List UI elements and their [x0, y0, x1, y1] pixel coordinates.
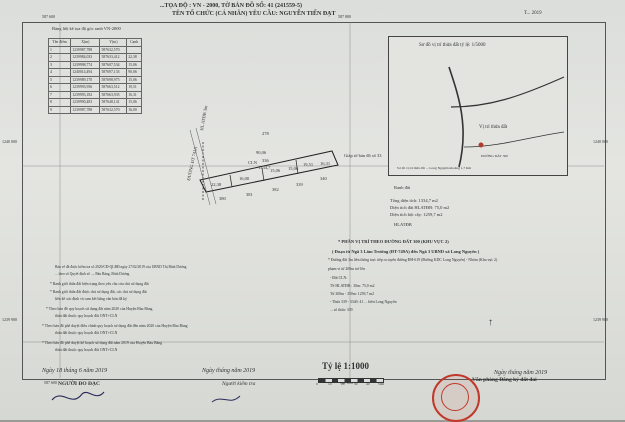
scale-text: Tỷ lệ 1:1000 — [322, 361, 369, 371]
location-line: ... số thửa: 339 — [330, 308, 353, 312]
scale-bar-tick: 50m — [378, 382, 385, 386]
edge-length: 19,51 — [303, 162, 314, 167]
grid-label-left-lower: 1239 900 — [2, 317, 17, 322]
location-marker — [478, 142, 484, 148]
signer-mid: Người kiểm tra — [222, 381, 256, 387]
edge-length: 16,00 — [239, 176, 250, 181]
grid-label-right-upper: 1240 000 — [593, 139, 608, 144]
note-line: * Theo bản đồ phê duyệt kế hoạch sử dụng… — [42, 341, 163, 345]
signature-mid — [211, 395, 241, 403]
note-line: thửa đất thuộc quy hoạch đất ONT+CLN — [55, 331, 118, 335]
coord-table-cell: 587632,570 — [99, 105, 128, 114]
header-title-line1: ...TỌA ĐỘ : VN - 2000, TỜ BẢN ĐỒ SỐ: 41 … — [160, 3, 302, 9]
neighbor-bottom: 339 — [296, 182, 303, 187]
edge-length: 16,31 — [320, 161, 331, 166]
scale-bar-tick: 40 — [366, 382, 370, 386]
edge-length: 90,06 — [256, 150, 267, 155]
parcel-area: 1334,7 — [258, 165, 271, 170]
location-heading: * PHÂN VỊ TRÍ THEO ĐƯỜNG ĐẤT 300 (KHU VỰ… — [338, 239, 449, 244]
parcel-divider — [229, 174, 233, 188]
note-line: thửa đất thuộc quy hoạch đất ONT+CLN — [55, 348, 118, 352]
legend-item: Diện tích hội cây: 1259,7 m2 — [390, 212, 443, 217]
note-line: thửa đất thuộc quy hoạch đất ONT+CLN — [55, 314, 118, 318]
location-line: phạm vi từ 200m trở lên — [328, 267, 365, 271]
legend-item: Diện tích đất HLATĐB: 75,0 m2 — [390, 205, 450, 210]
scale-bar-tick: 10 — [328, 382, 332, 386]
location-sketch: Sơ đồ vị trí thửa đất tỷ lệ: 1/5000 Vị t… — [388, 36, 568, 176]
sketch-label: Vị trí thửa đất — [479, 125, 508, 130]
note-line: * Ranh giới thửa đất được chủ sử dụng đấ… — [50, 290, 147, 294]
scale-bar — [318, 378, 384, 383]
header-title-line2: TÊN TỔ CHỨC (CÁ NHÂN) YÊU CẦU: NGUYỄN TI… — [172, 11, 336, 17]
sketch-caption: Sơ đồ vị trí thửa đất ... Long Nguyên kh… — [397, 166, 472, 170]
neighbor-bottom: 380 — [219, 196, 226, 201]
neighbor-bottom: 381 — [246, 192, 253, 197]
location-line: ( Đoạn từ Ngã 3 Lâm Trường (ĐT-749A) đến… — [332, 249, 480, 254]
official-stamp-inner — [441, 383, 469, 411]
date-mid: Ngày tháng năm 2019 — [202, 368, 256, 374]
coord-table-cell: 1239987,788 — [70, 105, 101, 114]
neighbor-top: 278 — [262, 131, 269, 136]
note-line: * Theo bản đồ quy hoạch sử dụng đất năm … — [46, 307, 153, 311]
map-frame — [22, 22, 606, 380]
date-right: Ngày tháng năm 2019 — [494, 370, 548, 376]
parcel-divider — [261, 167, 265, 182]
header-top-right: T... 2019 — [524, 11, 542, 16]
grid-label-right-lower: 1239 900 — [593, 317, 608, 322]
edge-length: 15,06 — [288, 166, 299, 171]
note-line: ... theo số Quyết định số ..., Bàu Bàng,… — [55, 272, 130, 276]
sketch-title: Sơ đồ vị trí thửa đất tỷ lệ: 1/5000 — [419, 43, 486, 48]
sketch-map — [448, 66, 565, 168]
scale-bar-tick: 20 — [341, 382, 345, 386]
grid-label-left-upper: 1240 000 — [2, 139, 17, 144]
coord-table-title: Bảng liệt kê tọa độ góc ranh VN-2000 — [52, 26, 121, 31]
scale-bar-tick: 30 — [354, 382, 358, 386]
location-line: Từ 200m - 350m: 1259,7 m2 — [330, 292, 375, 296]
note-line: liền kề xác định và cam kết bằng văn bản… — [55, 297, 128, 301]
road-edge — [195, 127, 217, 205]
sketch-road — [448, 66, 464, 168]
sketch-road — [450, 76, 565, 108]
map-sheet-note: Giáp tờ bản đồ số 33 — [344, 153, 382, 158]
signer-left: NGƯỜI ĐO ĐẠC — [58, 381, 100, 387]
date-left: Ngày 18 tháng 6 năm 2019 — [42, 368, 108, 374]
parcel-boundary — [199, 150, 339, 193]
location-line: * Đường đất 3m liền thông trực tiếp ra t… — [328, 258, 498, 262]
sketch-road — [463, 131, 565, 148]
parcel-divider — [295, 159, 299, 175]
grid-label-top-left: 587 600 — [42, 14, 55, 19]
scale-bar-tick: 0 — [316, 382, 318, 386]
location-line: - Thửa 339 - 3340: 41 ... biên Long Nguy… — [330, 300, 397, 304]
north-arrow-icon: ↑ — [488, 317, 493, 328]
edge-length: 15,06 — [270, 168, 281, 173]
coord-table-cell: 9 — [47, 105, 72, 114]
edge-length: 22,38 — [211, 182, 222, 187]
location-line: - Đất CLN: — [330, 276, 348, 280]
legend-item: HLATĐB — [394, 222, 412, 227]
legend-item: Ranh đất — [394, 185, 411, 190]
neighbor-bottom: 340 — [320, 176, 327, 181]
signer-right: Văn phòng Đăng ký đất đai — [472, 377, 537, 383]
grid-label-bottom-left: 587 600 — [44, 380, 57, 385]
location-line: TS HLATĐB : 30m: 75,0 m2 — [330, 284, 375, 288]
sketch-road-label: ĐƯỜNG ĐẤT 300 — [481, 154, 508, 158]
parcel-area-code: CLN — [248, 160, 257, 165]
neighbor-bottom: 382 — [272, 187, 279, 192]
grid-label-top-right: 587 800 — [338, 14, 351, 19]
coord-table-cell: 16,00 — [126, 105, 142, 114]
parcel-number: 336 — [262, 158, 269, 163]
note-line: * Theo bản đồ phê duyệt điều chỉnh quy h… — [42, 324, 188, 328]
note-line: Bản vẽ đã được kiểm tra số 2020/CĐ-QLĐĐ … — [55, 265, 187, 269]
signature-left — [51, 391, 105, 401]
note-line: * Ranh giới thửa đất hiện trạng theo yêu… — [50, 282, 149, 286]
legend-item: Tổng diện tích: 1334,7 m2 — [390, 198, 438, 203]
road-edge — [189, 129, 211, 206]
